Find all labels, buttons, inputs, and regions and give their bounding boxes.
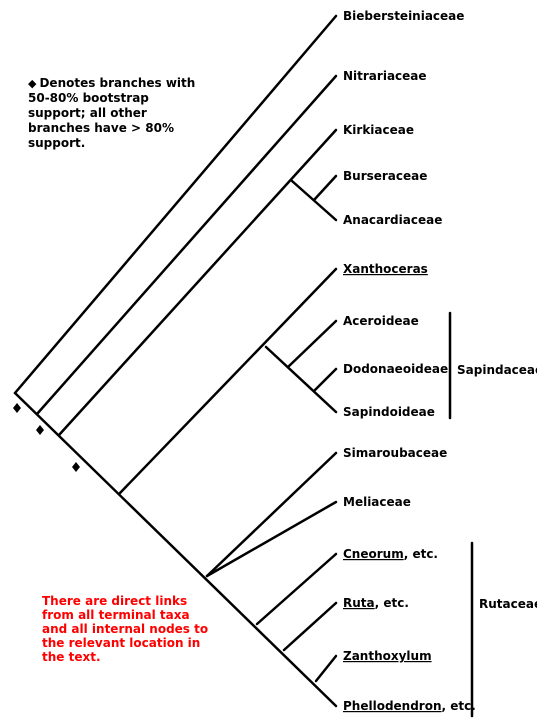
bootstrap-diamond-3 — [72, 462, 80, 472]
branch-ruta[interactable] — [282, 601, 338, 652]
branch-burseraceae[interactable] — [312, 174, 338, 202]
branch-meliaceae[interactable] — [205, 500, 338, 578]
branch-zanthoxylum[interactable] — [314, 654, 338, 683]
taxon-label-simaroubaceae: Simaroubaceae — [343, 446, 447, 460]
taxon-label-anacardiaceae: Anacardiaceae — [343, 213, 442, 227]
taxon-link-zanthoxylum[interactable]: Zanthoxylum — [343, 649, 432, 663]
branch-xanthoceras[interactable] — [118, 267, 338, 495]
taxon-label-dodonaeoideae: Dodonaeoideae — [343, 362, 448, 376]
bootstrap-legend-text: Denotes branches with 50-80% bootstrap s… — [28, 76, 196, 150]
branch-aceroideae[interactable] — [286, 319, 338, 369]
branch-simaroubaceae[interactable] — [205, 451, 338, 578]
bootstrap-diamond-1 — [13, 403, 21, 413]
taxon-label-biebersteiniaceae: Biebersteiniaceae — [343, 9, 464, 23]
taxon-link-xanthoceras[interactable]: Xanthoceras — [343, 262, 428, 276]
taxon-label-kirkiaceae: Kirkiaceae — [343, 123, 414, 137]
taxon-label-nitrariaceae: Nitrariaceae — [343, 69, 427, 83]
taxon-link-cneorum[interactable]: Cneorum, etc. — [343, 547, 438, 561]
taxon-label-aceroideae: Aceroideae — [343, 314, 419, 328]
branch-nitrariaceae[interactable] — [35, 74, 338, 416]
taxon-label-sapindoideae: Sapindoideae — [343, 405, 435, 419]
taxon-label-burseraceae: Burseraceae — [343, 169, 427, 183]
branch-sapindaceae-clade[interactable] — [264, 345, 338, 414]
taxon-link-ruta[interactable]: Ruta, etc. — [343, 596, 409, 610]
group-label-sapindaceae: Sapindaceae — [457, 363, 537, 377]
group-label-rutaceae: Rutaceae — [479, 597, 537, 611]
branch-cneorum[interactable] — [255, 552, 338, 626]
bootstrap-legend: ◆Denotes branches with 50-80% bootstrap … — [28, 76, 203, 151]
taxon-link-phellodendron[interactable]: Phellodendron, etc. — [343, 699, 476, 713]
branch-dodonaeoideae[interactable] — [312, 367, 338, 393]
bootstrap-diamond-2 — [36, 425, 44, 435]
links-note: There are direct links from all terminal… — [42, 594, 209, 664]
branch-biebersteiniaceae[interactable] — [13, 14, 338, 395]
branch-kirkiaceae[interactable] — [57, 128, 338, 437]
branch-spine[interactable] — [13, 391, 338, 708]
diamond-icon: ◆ — [28, 77, 37, 90]
taxon-label-meliaceae: Meliaceae — [343, 495, 411, 509]
